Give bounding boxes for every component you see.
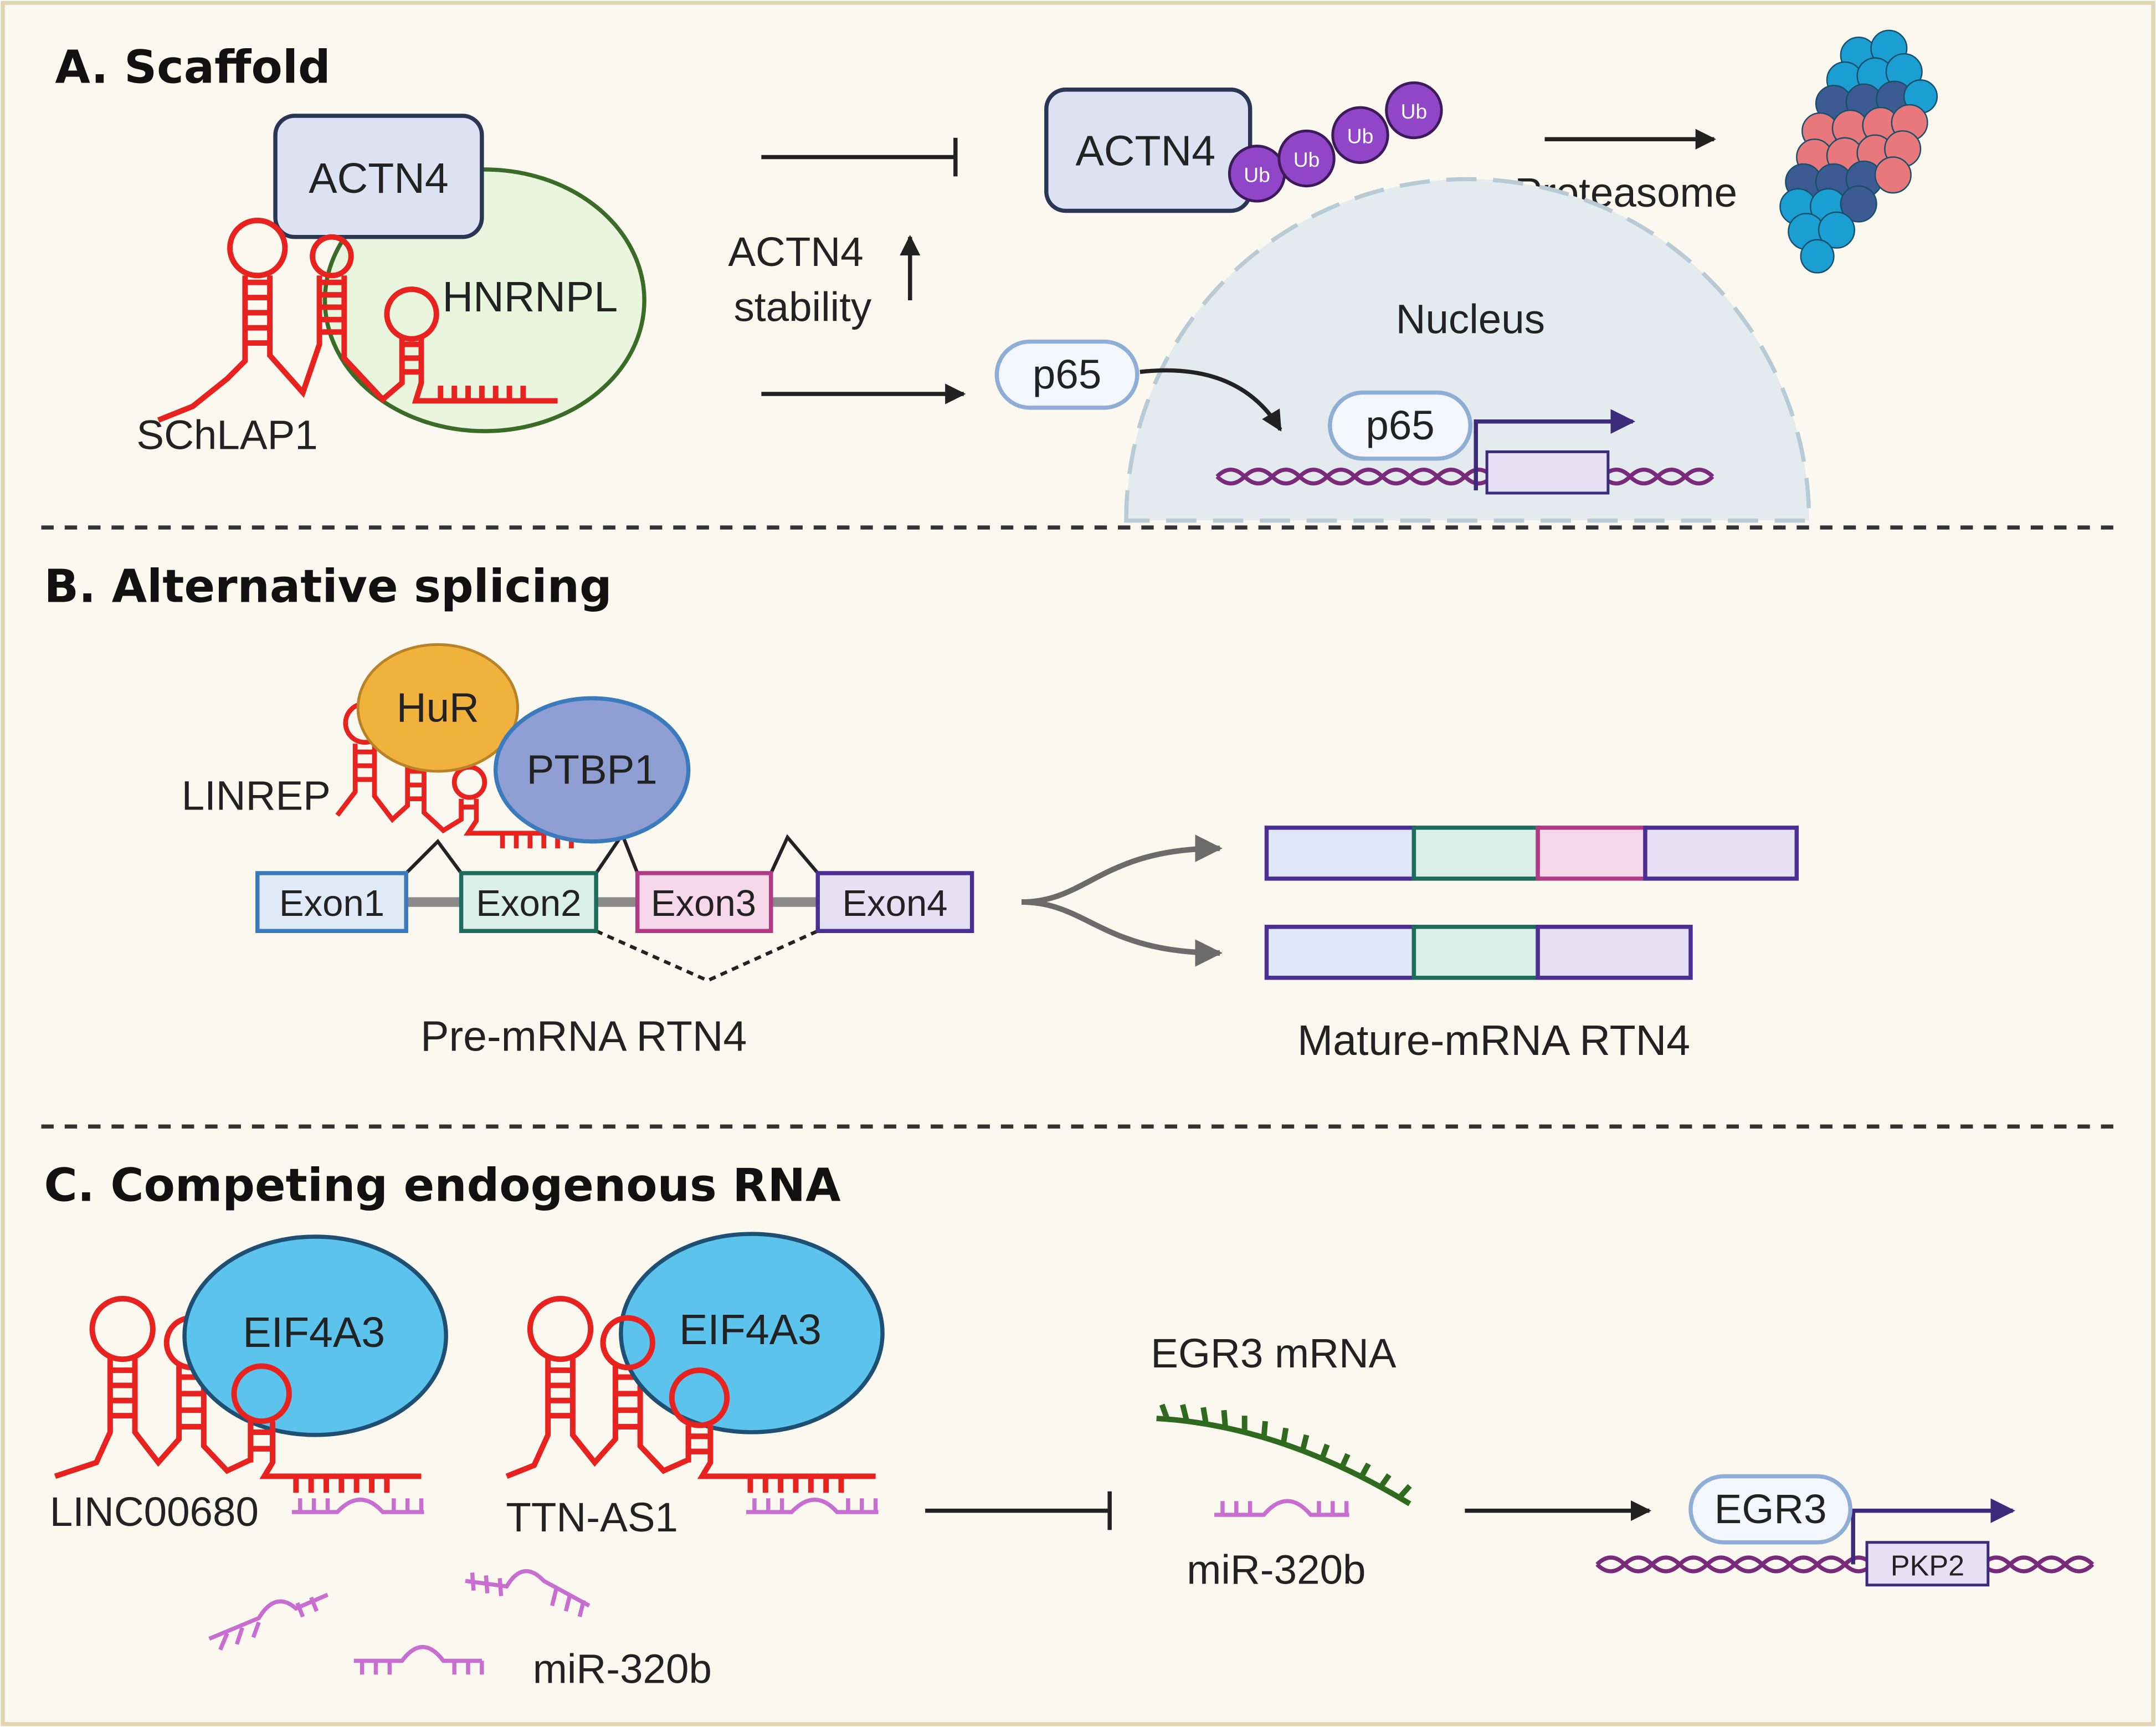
mirna-bound-egr3-icon <box>1214 1499 1349 1517</box>
transcription-start-arrow-icon <box>1851 1498 2016 1565</box>
pkp2-gene-box <box>1865 1541 1990 1587</box>
mirna-bound-linc00680-icon <box>291 1498 424 1514</box>
dna-helix-icon <box>1215 468 1714 486</box>
mature-mrna-isoform-skipped <box>1264 925 1693 980</box>
p65-cytoplasm-pill <box>994 339 1139 410</box>
ub-label: Ub <box>1401 100 1428 123</box>
inhibition-arrow-icon <box>761 137 958 177</box>
egr3-protein-pill <box>1688 1474 1852 1545</box>
panel-b-alternative-splicing: B. Alternative splicing Exon1 Exon2 Exon… <box>44 560 1799 1064</box>
mirna-free-label: miR-320b <box>533 1646 712 1692</box>
egr3-mrna-icon <box>1156 1403 1412 1506</box>
dna-helix-icon <box>1595 1555 2095 1574</box>
transcription-start-arrow-icon <box>1474 409 1636 490</box>
actn4-stability-line2: stability <box>734 284 872 330</box>
panel-c-competing-endogenous-rna: C. Competing endogenous RNA EIF4A3 LINC0… <box>44 1159 2095 1692</box>
p65-cytoplasm-label: p65 <box>1033 351 1101 397</box>
p65-nuclear-label: p65 <box>1366 402 1434 448</box>
ttn-as1-loop-overlay <box>600 1315 730 1463</box>
exon-skipping-connector <box>595 929 819 983</box>
mature-mrna-isoform-full <box>1264 826 1799 881</box>
ubiquitin-icon <box>1331 106 1389 164</box>
free-mirna-icon <box>465 1569 591 1617</box>
eif4a3-protein-1 <box>182 1234 448 1437</box>
nuclear-translocation-arrow-icon <box>1139 368 1282 432</box>
splice-branch-arrow-up-icon <box>1021 834 1223 905</box>
free-mirna-icon <box>208 1592 328 1651</box>
gene-body-box <box>1485 450 1610 495</box>
linrep-label: LINREP <box>182 773 331 819</box>
free-mirna-icon <box>353 1645 484 1675</box>
actn4-ub-label: ACTN4 <box>1076 127 1216 175</box>
panel-a-scaffold: A. Scaffold HNRNPL ACTN4 SChLAP1 <box>55 29 1938 523</box>
exon3-box <box>635 871 773 934</box>
hur-protein <box>356 643 519 773</box>
eif4a3-label-1: EIF4A3 <box>243 1309 385 1356</box>
proteasome-icon <box>1779 29 1938 274</box>
nucleus-compartment <box>1124 177 1811 523</box>
ptbp1-protein <box>493 696 691 844</box>
section-a-title: A. Scaffold <box>55 41 330 94</box>
actn4-stability-line1: ACTN4 <box>728 229 863 275</box>
pre-mrna-label: Pre-mRNA RTN4 <box>420 1013 747 1060</box>
exon2-box <box>459 871 598 934</box>
ubiquitin-icon <box>1277 129 1336 188</box>
pkp2-label: PKP2 <box>1891 1550 1964 1582</box>
mature-mrna-label: Mature-mRNA RTN4 <box>1297 1017 1690 1064</box>
inhibition-arrow-icon <box>925 1491 1112 1530</box>
mirna-bound-ttn-as1-icon <box>746 1498 879 1514</box>
exon4-box <box>815 871 974 934</box>
hnrnpl-label: HNRNPL <box>442 273 618 321</box>
ubiquitin-chain-icon: Ub Ub Ub Ub <box>1228 81 1443 203</box>
section-c-title: C. Competing endogenous RNA <box>44 1159 841 1212</box>
ub-label: Ub <box>1293 148 1320 171</box>
actn4-protein-box <box>273 114 484 239</box>
exon2-label: Exon2 <box>476 883 581 924</box>
schlap1-label: SChLAP1 <box>136 412 317 458</box>
eif4a3-protein-2 <box>619 1232 885 1434</box>
ub-label: Ub <box>1347 125 1374 148</box>
ubiquitin-icon <box>1385 81 1443 140</box>
splice-branch-arrow-down-icon <box>1021 899 1223 967</box>
ub-label: Ub <box>1244 163 1270 186</box>
exon3-label: Exon3 <box>651 883 756 924</box>
egr3-mrna-label: EGR3 mRNA <box>1151 1330 1396 1376</box>
egr3-label: EGR3 <box>1714 1486 1827 1532</box>
linc00680-loop-overlay <box>231 1363 292 1463</box>
hur-label: HuR <box>397 685 479 731</box>
section-b-title: B. Alternative splicing <box>44 560 612 613</box>
linc00680-label: LINC00680 <box>50 1489 259 1535</box>
nucleus-label: Nucleus <box>1396 296 1545 342</box>
eif4a3-label-2: EIF4A3 <box>679 1306 822 1354</box>
schlap1-rna-hairpin-icon <box>157 217 558 423</box>
ttn-as1-label: TTN-AS1 <box>506 1494 678 1540</box>
p65-nuclear-pill <box>1328 390 1473 461</box>
exon4-label: Exon4 <box>842 883 947 924</box>
exon1-label: Exon1 <box>279 883 384 924</box>
actn4-label: ACTN4 <box>309 155 449 202</box>
mirna-bound-label: miR-320b <box>1187 1546 1366 1592</box>
exon1-box <box>255 871 408 934</box>
ptbp1-label: PTBP1 <box>527 746 658 792</box>
